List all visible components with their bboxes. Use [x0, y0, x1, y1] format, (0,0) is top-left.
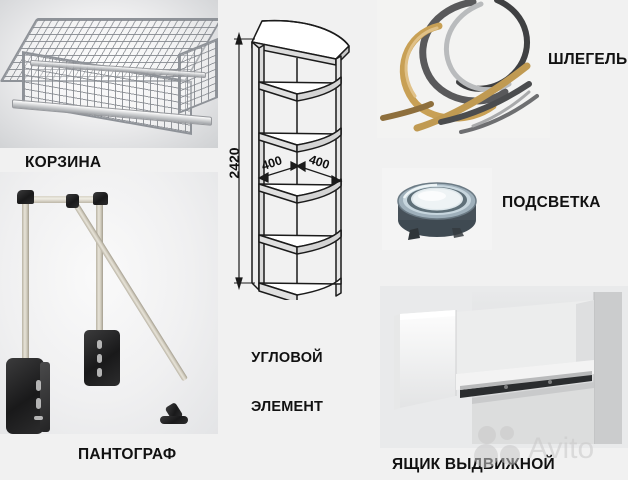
podsvetka-photo — [382, 168, 492, 250]
height-dimension — [234, 31, 255, 291]
drawer-label: ЯЩИК ВЫДВИЖНОЙ — [392, 456, 555, 473]
pantograph-left-cap — [17, 190, 34, 204]
shlegel-photo — [377, 0, 550, 138]
pantograph-right-slot-2 — [97, 354, 102, 363]
corner-unit-drawing: 2420 400 400 — [215, 0, 365, 304]
drawer-illustration — [380, 286, 628, 448]
height-dimension-text: 2420 — [226, 147, 242, 178]
basket-illustration — [0, 12, 218, 135]
pantograph-left-slot-2 — [36, 398, 41, 409]
pantograph-photo — [0, 172, 218, 434]
left-depth-dimension — [257, 161, 301, 183]
drawer-photo — [380, 286, 628, 448]
pantograph-right-mount-block — [84, 330, 120, 386]
pantograph-left-arm — [22, 198, 29, 363]
pantograph-label: ПАНТОГРАФ — [78, 446, 177, 463]
pantograph-rod-joint — [66, 194, 79, 208]
pantograph-right-arm — [96, 200, 103, 335]
pantograph-left-slot-1 — [36, 380, 41, 391]
corner-unit-label-line2: ЭЛЕМЕНТ — [251, 399, 324, 416]
corner-unit-svg: 2420 400 400 — [226, 19, 350, 304]
right-depth-text: 400 — [307, 152, 331, 172]
corner-unit-label-line1: УГЛОВОЙ — [251, 350, 323, 367]
pantograph-right-slot-3 — [97, 368, 102, 377]
pantograph-handle-disc — [160, 416, 188, 424]
corner-unit-label: УГЛОВОЙ ЭЛЕМЕНТ — [251, 318, 323, 448]
downlight-illustration — [382, 168, 492, 250]
shlegel-illustration — [377, 0, 550, 138]
pantograph-left-mount-block — [6, 358, 44, 434]
right-depth-dimension — [295, 161, 343, 185]
left-depth-text: 400 — [260, 153, 284, 173]
pantograph-right-cap — [93, 192, 108, 205]
pantograph-left-slot-3 — [34, 416, 43, 420]
pantograph-left-mount-block-edge — [40, 362, 50, 432]
pantograph-top-rail — [24, 196, 106, 203]
basket-label: КОРЗИНА — [25, 154, 102, 171]
pantograph-right-slot-1 — [97, 340, 102, 349]
podsvetka-label: ПОДСВЕТКА — [502, 194, 601, 211]
shlegel-label: ШЛЕГЕЛЬ — [548, 51, 628, 68]
basket-photo — [0, 0, 218, 148]
